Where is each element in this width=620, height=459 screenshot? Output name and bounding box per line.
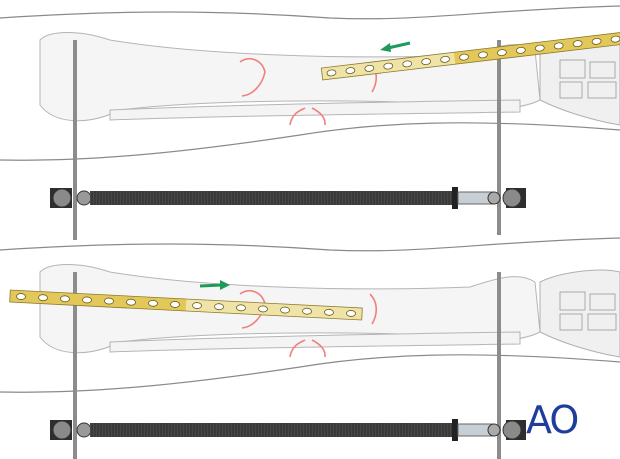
panel-top [0, 5, 620, 241]
screw-hole [16, 293, 26, 300]
screw-hole [345, 67, 356, 75]
screw-hole [126, 298, 136, 306]
screw-hole [534, 44, 545, 52]
screw-hole [402, 60, 413, 68]
screw-hole [280, 306, 290, 314]
screw-hole [82, 296, 92, 304]
screw-hole [346, 310, 356, 317]
screw-hole [497, 49, 507, 57]
screw-hole [302, 307, 312, 315]
screw-hole [236, 304, 246, 312]
screw-hole [364, 64, 375, 72]
screw-hole [478, 51, 488, 59]
screw-hole [421, 58, 432, 66]
screw-hole [192, 302, 202, 309]
plate [320, 31, 620, 81]
screw-hole [459, 53, 469, 61]
panel-bottom [0, 237, 620, 459]
screw-hole [38, 294, 48, 302]
screw-hole [591, 37, 602, 45]
screw-hole [553, 42, 564, 50]
screw-hole [170, 301, 180, 308]
ao-logo: AO [526, 398, 579, 442]
screw-hole [383, 62, 394, 70]
screw-hole [440, 55, 450, 63]
screw-hole [515, 46, 526, 54]
screw-hole [60, 295, 70, 303]
plate [9, 289, 363, 321]
screw-hole [610, 35, 620, 43]
screw-hole [572, 40, 583, 48]
screw-hole [214, 303, 224, 311]
arrow-right-icon [199, 280, 230, 290]
screw-hole [326, 69, 337, 77]
screw-hole [148, 299, 158, 307]
plate-outline [320, 31, 620, 81]
screw-hole [258, 305, 268, 313]
screw-hole [104, 297, 114, 305]
plate-outline [9, 289, 363, 321]
arrow-left-icon [380, 41, 411, 52]
screw-hole [324, 308, 334, 316]
